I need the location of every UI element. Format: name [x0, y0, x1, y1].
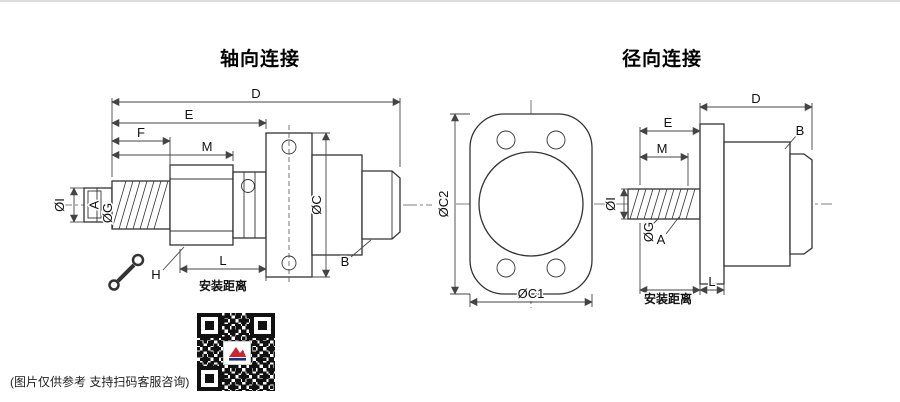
- radial-dia-I-label: ØI: [603, 197, 618, 211]
- axial-callout-B: B: [339, 239, 372, 271]
- axial-dia-G-label: ØG: [100, 203, 115, 223]
- radial-dim-C2: ØC2: [435, 113, 470, 295]
- radial-callout-B: B: [784, 122, 806, 150]
- radial-callout-A: A: [655, 216, 680, 249]
- qr-finder-icon: [197, 313, 222, 338]
- radial-dim-E: E: [639, 114, 701, 185]
- radial-dia-G-label: ØG: [641, 222, 656, 242]
- radial-body-label: B: [796, 123, 805, 138]
- radial-thread-label: A: [657, 232, 666, 247]
- image-disclaimer: (图片仅供参考 支持扫码客服咨询): [4, 371, 196, 392]
- radial-bolt-hole: [496, 258, 516, 278]
- axial-hex-nut: [169, 164, 234, 246]
- radial-dim-M-label: M: [657, 141, 668, 156]
- axial-thread-label-box: [87, 190, 102, 219]
- axial-install-distance-label: 安装距离: [199, 278, 247, 293]
- axial-thread-hatch: [111, 180, 169, 230]
- axial-title: 轴向连接: [219, 49, 300, 70]
- radial-bolt-hole: [546, 258, 566, 278]
- axial-detail-circle: [241, 179, 255, 193]
- axial-thread-label: A: [87, 200, 102, 209]
- axial-dim-M: M: [111, 138, 234, 161]
- radial-dim-D: D: [699, 90, 813, 150]
- radial-bore-circle: [478, 151, 584, 257]
- radial-title: 径向连接: [621, 49, 702, 70]
- qr-code: [194, 310, 278, 394]
- axial-callout-H: H: [150, 246, 185, 284]
- radial-dim-I: ØI: [602, 188, 629, 220]
- radial-threaded-stem: [627, 188, 701, 220]
- axial-dim-M-label: M: [202, 139, 213, 154]
- axial-body-end: [361, 170, 401, 240]
- radial-flange-side: [699, 123, 725, 285]
- radial-dia-C1-label: ØC1: [518, 286, 545, 301]
- axial-dim-F-label: F: [137, 125, 145, 140]
- radial-body: [723, 141, 791, 267]
- radial-dim-E-label: E: [664, 115, 673, 130]
- axial-dia-C-label: ØC: [309, 195, 324, 215]
- axial-flange-hole-bottom: [281, 255, 297, 271]
- radial-dim-M: M: [639, 140, 689, 186]
- axial-dim-F: F: [111, 124, 171, 177]
- axial-body-label: B: [341, 254, 350, 269]
- axial-dim-D: D: [111, 85, 401, 167]
- qr-logo-icon: [223, 341, 251, 365]
- axial-dim-I: ØI: [51, 187, 84, 223]
- axial-dim-L: L: [179, 249, 267, 281]
- axial-flange-hole-top: [281, 139, 297, 155]
- radial-front-view: ØC2 ØC1: [435, 100, 606, 308]
- radial-connection-drawing: ØC2 ØC1: [435, 90, 832, 308]
- radial-dim-D-label: D: [751, 91, 760, 106]
- radial-install-distance-dim: 安装距离: [639, 223, 701, 308]
- axial-connection-drawing: D E F M ØC: [51, 85, 432, 295]
- radial-side-view: D E M ØI ØG: [602, 90, 832, 308]
- axial-body: [311, 154, 363, 256]
- radial-bolt-hole: [496, 130, 516, 150]
- radial-bolt-hole: [546, 130, 566, 150]
- axial-dim-L-label: L: [219, 253, 226, 268]
- axial-dim-C: ØC: [308, 132, 331, 278]
- qr-finder-icon: [250, 313, 275, 338]
- axial-dim-E-label: E: [185, 107, 194, 122]
- radial-install-distance-label: 安装距离: [644, 291, 692, 306]
- wrench-icon: [108, 253, 145, 291]
- radial-thread-hatch: [629, 188, 696, 220]
- axial-dim-D-label: D: [251, 86, 260, 101]
- axial-dia-I-label: ØI: [52, 198, 67, 212]
- radial-dim-L-label: L: [708, 274, 715, 289]
- radial-dia-C2-label: ØC2: [436, 191, 451, 218]
- axial-hex-label: H: [151, 267, 160, 282]
- qr-finder-icon: [197, 366, 222, 391]
- axial-nipple: [83, 187, 113, 223]
- axial-ferrule: [232, 171, 267, 239]
- radial-dim-L: L: [699, 273, 725, 295]
- radial-body-end: [789, 153, 813, 255]
- radial-dim-C1: ØC1: [469, 285, 593, 307]
- axial-dim-E: E: [111, 106, 267, 129]
